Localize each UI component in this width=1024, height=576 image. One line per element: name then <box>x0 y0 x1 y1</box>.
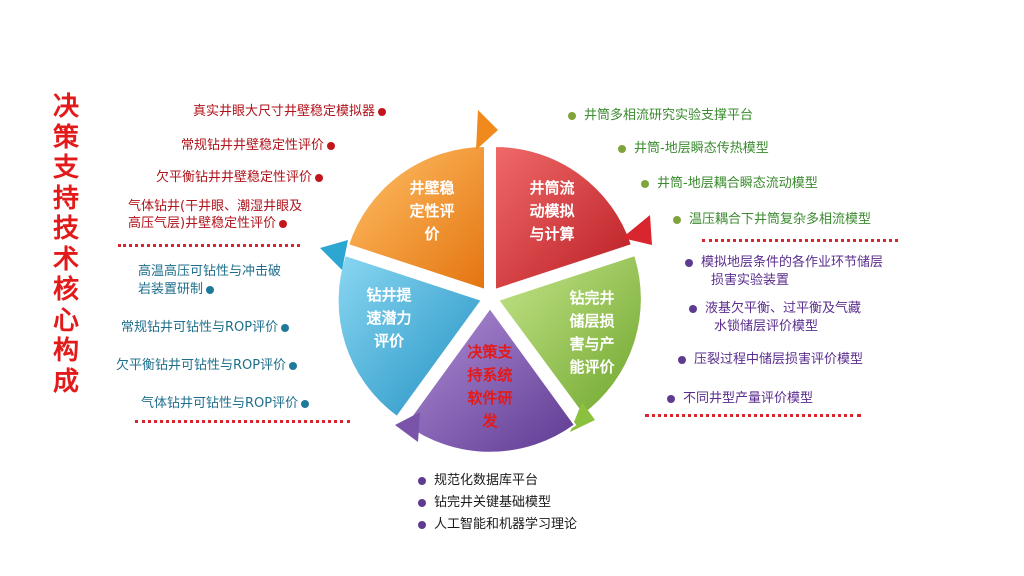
left-red-item: 气体钻井(干井眼、潮湿井眼及 <box>128 199 303 214</box>
segment-green <box>496 253 643 417</box>
bullet-icon <box>641 179 649 188</box>
purple-label-line: 发 <box>481 412 498 430</box>
dotted-divider <box>702 239 898 242</box>
bullet-icon <box>618 144 626 153</box>
bullet-icon <box>327 141 336 150</box>
segment-orange <box>346 144 486 292</box>
bottom-item: 人工智能和机器学习理论 <box>418 516 577 533</box>
left-teal-item: 气体钻井可钻性与ROP评价 <box>141 395 310 412</box>
right-green-item: 温压耦合下井筒复杂多相流模型 <box>673 211 871 228</box>
purple-label-line: 决策支 <box>467 343 513 361</box>
title-char: 支 <box>52 153 79 183</box>
bullet-icon <box>281 323 290 332</box>
green-label-line: 储层损 <box>569 312 614 330</box>
bullet-icon <box>418 476 426 485</box>
title-char: 决 <box>52 92 79 122</box>
right-purple-item: 不同井型产量评价模型 <box>667 390 813 407</box>
bullet-icon <box>667 394 675 403</box>
bullet-icon <box>289 361 298 370</box>
orange-label-line: 价 <box>424 225 440 243</box>
left-red-item: 真实井眼大尺寸井壁稳定模拟器 <box>193 103 387 120</box>
bullet-icon <box>568 111 576 120</box>
orange-label-line: 定性评 <box>409 202 454 220</box>
arrowhead-purple <box>395 412 420 442</box>
arrowhead-orange <box>476 110 498 150</box>
title-char: 构 <box>52 336 79 366</box>
bullet-icon <box>673 215 681 224</box>
blue-label-line: 评价 <box>374 332 405 350</box>
segment-purple <box>403 306 577 454</box>
bottom-item: 钻完井关键基础模型 <box>418 494 551 511</box>
title-char: 核 <box>52 275 79 305</box>
left-red-item: 常规钻井井壁稳定性评价 <box>181 137 336 154</box>
left-teal-item: 岩装置研制 <box>138 281 215 298</box>
blue-label-line: 速潜力 <box>366 309 411 327</box>
dotted-divider <box>118 244 300 247</box>
title-char: 术 <box>52 244 79 275</box>
purple-label-line: 软件研 <box>467 389 512 407</box>
left-red-item: 欠平衡钻井井壁稳定性评价 <box>156 169 324 186</box>
right-green-item: 井筒-地层瞬态传热模型 <box>618 140 769 157</box>
green-label-line: 害与产 <box>569 335 614 353</box>
bottom-item: 规范化数据库平台 <box>418 472 538 489</box>
bullet-icon <box>378 107 387 116</box>
arrowhead-green <box>570 402 595 432</box>
title-char: 心 <box>52 305 79 336</box>
bullet-icon <box>418 498 426 507</box>
bullet-icon <box>418 520 426 529</box>
right-purple-item: 压裂过程中储层损害评价模型 <box>678 351 863 368</box>
vertical-title: 决 策 支 持 技 术 核 心 构 成 <box>46 92 86 397</box>
blue-label-line: 钻井提 <box>366 286 412 304</box>
arrowhead-red <box>622 215 652 245</box>
purple-label-line: 持系统 <box>467 366 512 384</box>
right-green-item: 井筒-地层耦合瞬态流动模型 <box>641 175 818 192</box>
title-char: 技 <box>52 214 79 244</box>
bullet-icon <box>678 355 686 364</box>
right-purple-item: 液基欠平衡、过平衡及气藏 <box>689 300 861 317</box>
dotted-divider <box>645 414 861 417</box>
right-purple-item: 模拟地层条件的各作业环节储层 <box>685 254 883 271</box>
orange-label-line: 井壁稳 <box>409 179 454 197</box>
bullet-icon <box>685 258 693 267</box>
bullet-icon <box>206 285 215 294</box>
segment-blue <box>336 253 484 419</box>
red-label-line: 与计算 <box>529 225 574 243</box>
green-label-line: 钻完井 <box>569 289 614 307</box>
red-label-line: 动模拟 <box>529 202 574 220</box>
bullet-icon <box>301 399 310 408</box>
title-char: 成 <box>52 366 79 397</box>
bullet-icon <box>689 304 697 313</box>
left-red-item: 高压气层)井壁稳定性评价 <box>128 215 288 232</box>
bullet-icon <box>279 219 288 228</box>
left-teal-item: 常规钻井可钻性与ROP评价 <box>121 319 290 336</box>
green-label-line: 能评价 <box>569 358 615 376</box>
right-green-item: 井筒多相流研究实验支撑平台 <box>568 107 753 124</box>
dotted-divider <box>135 420 350 423</box>
left-teal-item: 欠平衡钻井可钻性与ROP评价 <box>116 357 298 374</box>
right-purple-item: 水锁储层评价模型 <box>714 319 819 334</box>
left-teal-item: 高温高压可钻性与冲击破 <box>138 264 282 279</box>
arrowhead-blue <box>320 240 348 270</box>
right-purple-item: 损害实验装置 <box>711 273 790 288</box>
bullet-icon <box>315 173 324 182</box>
segment-red <box>494 144 634 292</box>
title-char: 持 <box>52 183 79 214</box>
red-label-line: 井筒流 <box>529 179 574 197</box>
title-char: 策 <box>52 122 79 153</box>
